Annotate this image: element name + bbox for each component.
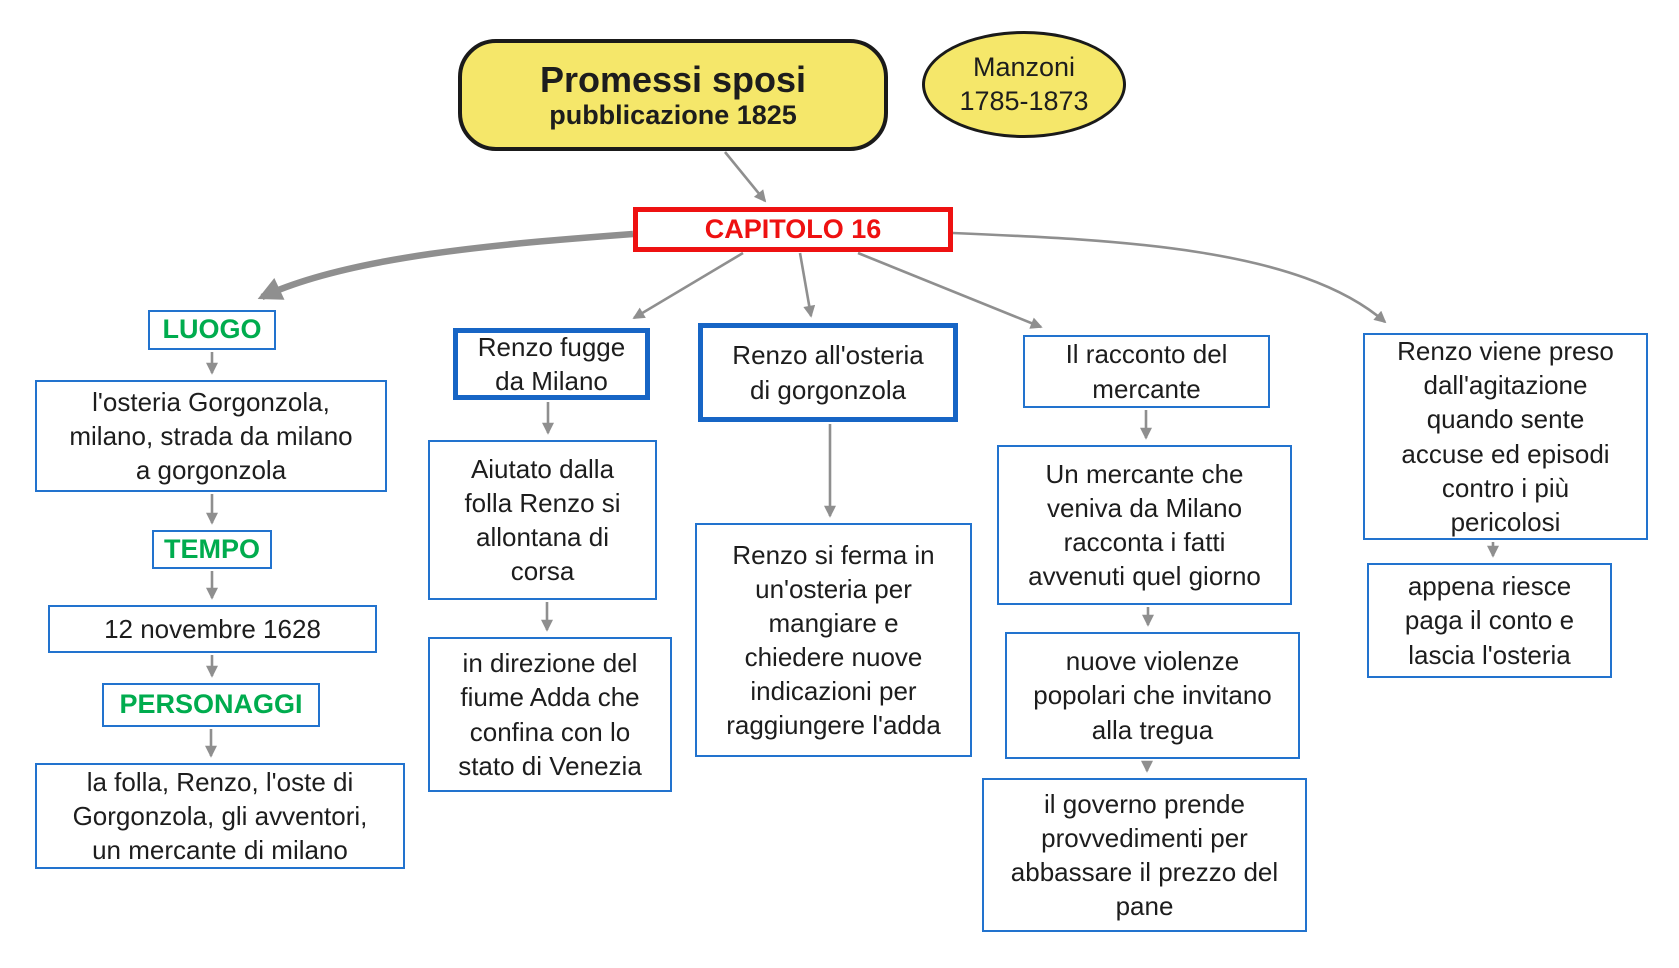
luogo-detail-node[interactable]: l'osteria Gorgonzola, milano, strada da … (35, 380, 387, 492)
agitazione-step1-node[interactable]: appena riesce paga il conto e lascia l'o… (1367, 563, 1612, 678)
author-years: 1785-1873 (959, 85, 1089, 116)
osteria-step1-node[interactable]: Renzo si ferma in un'osteria per mangiar… (695, 523, 972, 757)
arrow-chapter-to-fugge (632, 251, 744, 320)
personaggi-detail-node[interactable]: la folla, Renzo, l'oste di Gorgonzola, g… (35, 763, 405, 869)
luogo-label-node[interactable]: LUOGO (148, 310, 276, 350)
tempo-label-node[interactable]: TEMPO (152, 530, 272, 569)
osteria-title-node[interactable]: Renzo all'osteria di gorgonzola (698, 323, 958, 422)
tempo-detail-node[interactable]: 12 novembre 1628 (48, 605, 377, 653)
arrow-root-to-chapter (723, 151, 767, 203)
racconto-step3-node[interactable]: il governo prende provvedimenti per abba… (982, 778, 1307, 932)
renzo-fugge-title-node[interactable]: Renzo fugge da Milano (453, 328, 650, 400)
racconto-title-node[interactable]: Il racconto del mercante (1023, 335, 1270, 408)
chapter-node[interactable]: CAPITOLO 16 (633, 207, 953, 252)
arrow-chapter-to-osteria (798, 252, 816, 318)
arrow-chapter-to-luogo (257, 230, 634, 300)
author-node[interactable]: Manzoni 1785-1873 (922, 31, 1126, 138)
fugge-step2-node[interactable]: in direzione del fiume Adda che confina … (428, 637, 672, 792)
arrow-chapter-to-racconto (857, 251, 1043, 329)
racconto-step1-node[interactable]: Un mercante che veniva da Milano raccont… (997, 445, 1292, 605)
agitazione-title-node[interactable]: Renzo viene preso dall'agitazione quando… (1363, 333, 1648, 540)
author-name: Manzoni (972, 51, 1076, 82)
root-title: Promessi sposi (539, 58, 807, 100)
arrow-chapter-to-agitazione (952, 231, 1387, 324)
personaggi-label-node[interactable]: PERSONAGGI (102, 683, 320, 727)
root-node[interactable]: Promessi sposi pubblicazione 1825 (458, 39, 888, 151)
fugge-step1-node[interactable]: Aiutato dalla folla Renzo si allontana d… (428, 440, 657, 600)
racconto-step2-node[interactable]: nuove violenze popolari che invitano all… (1005, 632, 1300, 759)
root-subtitle: pubblicazione 1825 (549, 100, 797, 131)
